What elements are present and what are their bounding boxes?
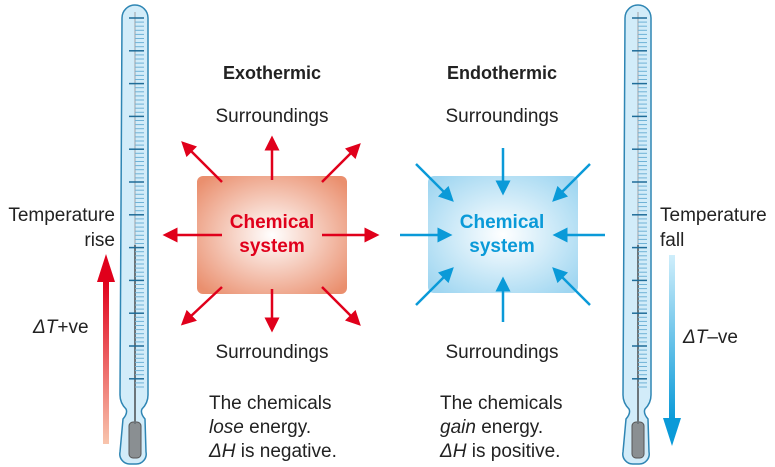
- endothermic-arrow: [552, 267, 591, 306]
- endothermic-heading: Endothermic: [447, 63, 557, 83]
- endothermic-inward-arrows: [400, 148, 605, 322]
- endothermic-arrow: [552, 163, 591, 202]
- endothermic-caption-line1: The chemicals: [440, 393, 563, 414]
- exothermic-arrow: [321, 143, 361, 183]
- delta-t-positive-label: ΔT+ve: [32, 317, 89, 338]
- exothermic-caption-line1: The chemicals: [209, 393, 332, 414]
- temperature-rise-label-line1: Temperature: [8, 205, 115, 226]
- exothermic-box-line2: system: [239, 236, 305, 257]
- endothermic-box-line1: Chemical: [460, 212, 544, 233]
- exothermic-chemical-system-box: [197, 176, 347, 294]
- endothermic-box-line2: system: [469, 236, 535, 257]
- thermometer-tube: [622, 4, 652, 465]
- temperature-fall-label-line2: fall: [660, 230, 684, 251]
- exothermic-arrow: [321, 286, 361, 326]
- exothermic-outward-arrows: [162, 135, 380, 333]
- endothermic-caption-line3: ΔH is positive.: [439, 441, 560, 462]
- exothermic-arrow: [181, 141, 223, 183]
- thermometer-bulb: [631, 421, 645, 459]
- exothermic-heading: Exothermic: [223, 63, 321, 83]
- exothermic-surroundings-top: Surroundings: [215, 106, 328, 127]
- delta-t-negative-label: ΔT–ve: [682, 327, 738, 348]
- temperature-rise-label-line2: rise: [84, 230, 115, 251]
- exothermic-caption-line2: lose energy.: [209, 417, 311, 438]
- endothermic-surroundings-top: Surroundings: [445, 106, 558, 127]
- thermometer-left: [119, 4, 149, 465]
- temperature-rise-arrow-shaft: [103, 280, 109, 444]
- exothermic-arrow: [180, 286, 223, 326]
- endothermic-surroundings-bottom: Surroundings: [445, 342, 558, 363]
- temperature-fall-arrow-head: [663, 418, 681, 446]
- endothermic-caption-line2: gain energy.: [440, 417, 543, 438]
- temperature-fall-arrow-shaft: [669, 255, 675, 420]
- thermometer-right: [622, 4, 652, 465]
- temperature-rise-arrow-head: [97, 254, 115, 282]
- thermometer-bulb: [128, 421, 142, 459]
- exothermic-surroundings-bottom: Surroundings: [215, 342, 328, 363]
- temperature-fall-label-line1: Temperature: [660, 205, 767, 226]
- exothermic-caption-line3: ΔH is negative.: [208, 441, 337, 462]
- thermometer-tube: [119, 4, 149, 465]
- exothermic-box-line1: Chemical: [230, 212, 314, 233]
- endothermic-arrow: [415, 163, 454, 202]
- endothermic-chemical-system-box: [428, 176, 578, 293]
- endothermic-arrow: [415, 267, 454, 306]
